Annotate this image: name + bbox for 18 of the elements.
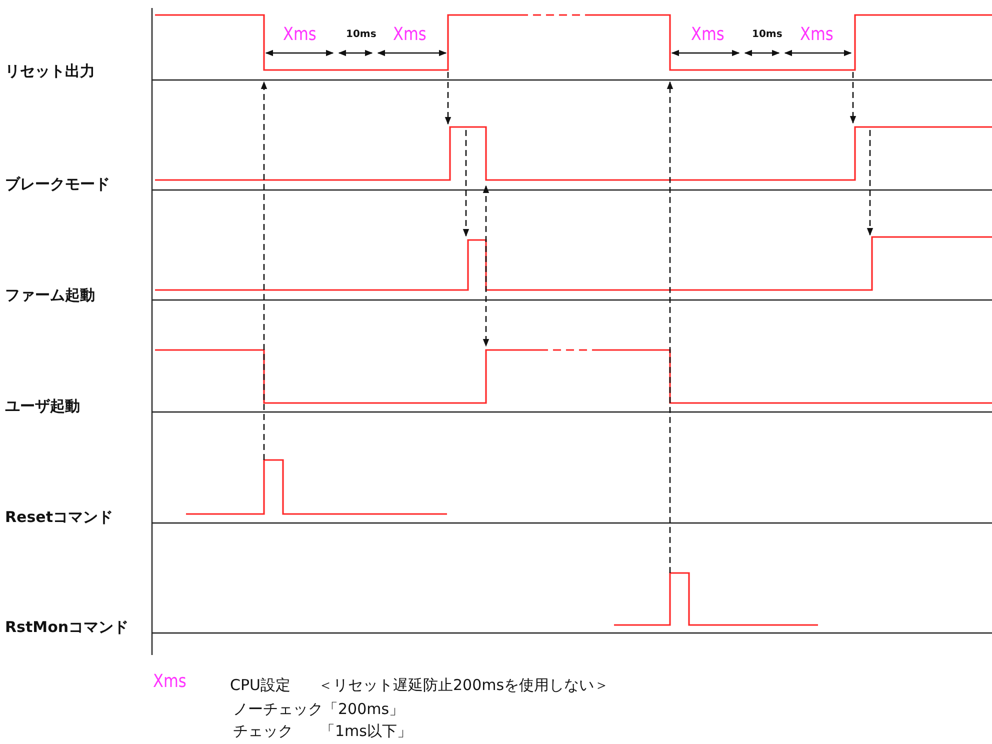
duration-label: Xms [691, 26, 724, 44]
note-text: ＜リセット遅延防止200msを使用しない＞ [318, 678, 610, 693]
note-text: 「1ms以下」 [320, 724, 412, 739]
duration-label: 10ms [346, 30, 376, 40]
note-text: CPU設定 [230, 678, 290, 693]
note-text: ノーチェック「200ms」 [233, 702, 404, 717]
signal-name: Resetコマンド [5, 510, 113, 525]
duration-label: Xms [283, 26, 316, 44]
duration-label: Xms [800, 26, 834, 44]
signal-name: RstMonコマンド [5, 620, 129, 635]
note-text: チェック [233, 724, 293, 739]
legend-key: Xms [153, 673, 186, 691]
signal-name: ブレークモード [5, 177, 110, 192]
signal-name: ファーム起動 [5, 288, 95, 303]
duration-label: 10ms [752, 30, 782, 40]
signal-name: リセット出力 [5, 64, 95, 79]
duration-label: Xms [393, 26, 426, 44]
signal-name: ユーザ起動 [5, 399, 80, 414]
